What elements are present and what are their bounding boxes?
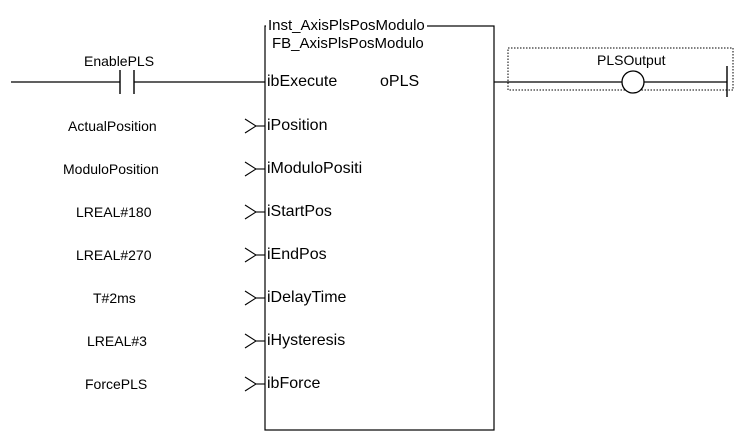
- input-arrow-iDelayTime: [244, 290, 265, 306]
- input-arrow-iHysteresis: [244, 333, 265, 349]
- input-arrow-ibForce: [244, 376, 265, 392]
- coil-selection-box: [507, 47, 734, 91]
- block-type-name: FB_AxisPlsPosModulo: [272, 35, 424, 52]
- input-variable-ibForce[interactable]: ForcePLS: [85, 376, 148, 392]
- pin-oPLS: oPLS: [380, 73, 420, 90]
- input-arrow-iStartPos: [244, 204, 265, 220]
- input-variable-iEndPos[interactable]: LREAL#270: [76, 247, 152, 263]
- pin-ibExecute: ibExecute: [267, 73, 338, 90]
- pin-iStartPos: iStartPos: [267, 203, 332, 220]
- input-arrow-iModuloPosition: [244, 161, 265, 177]
- input-variable-iDelayTime[interactable]: T#2ms: [93, 290, 136, 306]
- input-variable-iModuloPosition[interactable]: ModuloPosition: [63, 161, 159, 177]
- pin-iEndPos: iEndPos: [267, 246, 327, 263]
- input-variable-iPosition[interactable]: ActualPosition: [68, 118, 157, 134]
- pin-iModuloPosition: iModuloPositi: [267, 160, 363, 177]
- enable-contact-symbol[interactable]: [119, 70, 135, 94]
- output-coil-symbol[interactable]: [621, 70, 645, 94]
- input-arrow-iPosition: [244, 118, 265, 134]
- pin-iHysteresis: iHysteresis: [267, 332, 346, 349]
- pin-ibForce: ibForce: [267, 375, 321, 392]
- function-block[interactable]: [264, 25, 495, 431]
- output-coil-label[interactable]: PLSOutput: [597, 52, 666, 68]
- pin-iDelayTime: iDelayTime: [267, 289, 347, 306]
- enable-contact-label[interactable]: EnablePLS: [84, 53, 155, 69]
- input-variable-iStartPos[interactable]: LREAL#180: [76, 204, 152, 220]
- pin-iPosition: iPosition: [267, 117, 328, 134]
- block-instance-name[interactable]: Inst_AxisPlsPosModulo: [266, 17, 427, 34]
- input-variable-iHysteresis[interactable]: LREAL#3: [87, 333, 147, 349]
- input-arrow-iEndPos: [244, 247, 265, 263]
